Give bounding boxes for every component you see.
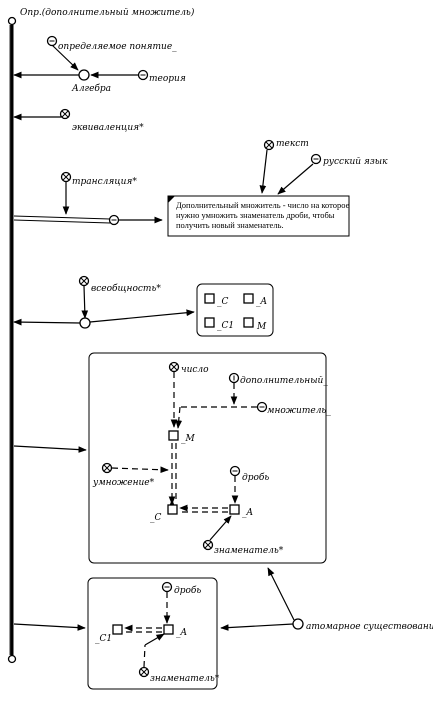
group-algebra: Алгебра определяемое понятие_ теория (13, 35, 186, 94)
main-m-square (168, 430, 179, 441)
main-c-label: _C (150, 513, 162, 523)
bus-bottom-node (7, 654, 17, 664)
tekst-label: текст (276, 139, 309, 149)
group-vseobshnost: всеобщность* _C _A _C1 M (13, 275, 274, 337)
main-znamenatel-label: знаменатель* (214, 546, 284, 556)
bottom-a-square (163, 624, 174, 635)
vseobshnost-link-node (79, 317, 91, 329)
definition-line-2: нужно умножить знаменатель дроби, чтобы (176, 210, 335, 220)
element-m (243, 317, 254, 328)
translyatsiya-label: трансляция* (72, 177, 137, 187)
vseobshnost-label: всеобщность* (91, 283, 161, 294)
bottom-detail-box (87, 577, 218, 690)
element-a (243, 293, 254, 304)
elements-box (196, 283, 274, 337)
teoriya-label: теория (149, 74, 186, 84)
group-main-box: число дополнительный_ множитель_ _M умно… (13, 352, 331, 564)
element-c (204, 293, 215, 304)
group-bottom-box: дробь _C1 _A знаменатель* (13, 577, 220, 690)
bottom-znamenatel-label: знаменатель* (150, 674, 220, 684)
opredelyaemoe-label: определяемое понятие_ (58, 42, 177, 52)
bottom-a-label: _A (176, 628, 188, 638)
element-c-label: _C (217, 297, 229, 307)
main-a-label: _A (242, 508, 254, 518)
bottom-c1-label: _C1 (95, 634, 112, 644)
bus-top-node (7, 16, 17, 26)
definition-line-1: Дополнительный множитель - число на кото… (176, 200, 350, 210)
chislo-label: число (181, 365, 209, 375)
group-translyatsiya: трансляция* (13, 171, 163, 226)
definition-box (167, 195, 350, 237)
bottom-c1-square (112, 624, 123, 635)
main-a-square (229, 504, 240, 515)
russkiy-label: русский язык (323, 157, 388, 167)
dopolnitelnyy-label: дополнительный_ (240, 376, 328, 386)
main-m-label: _M (181, 434, 196, 444)
main-c-square (167, 504, 178, 515)
main-drob-label: дробь (242, 472, 269, 483)
ekvivalentsiya-label: эквиваленция* (72, 123, 144, 133)
atomarnoe-node (292, 618, 304, 630)
title-text: Опр.(дополнительный множитель) (20, 7, 195, 18)
group-definition: текст русский язык Дополнительный множит… (167, 139, 388, 237)
group-atomarnoe: атомарное существование (220, 567, 433, 632)
umnozhenie-label: умножение* (92, 478, 155, 488)
definition-line-3: получить новый знаменатель. (176, 220, 284, 230)
element-a-label: _A (256, 297, 268, 307)
algebra-label: Алгебра (71, 83, 111, 94)
atomarnoe-label: атомарное существование (306, 622, 433, 632)
element-c1 (204, 317, 215, 328)
main-bus (7, 16, 17, 664)
group-ekvivalentsiya: эквиваленция* (13, 108, 144, 133)
bottom-drob-label: дробь (174, 585, 201, 596)
mnozhitel-label: множитель_ (267, 406, 331, 416)
element-m-label: M (256, 322, 267, 332)
algebra-node (78, 69, 90, 81)
element-c1-label: _C1 (217, 321, 234, 331)
